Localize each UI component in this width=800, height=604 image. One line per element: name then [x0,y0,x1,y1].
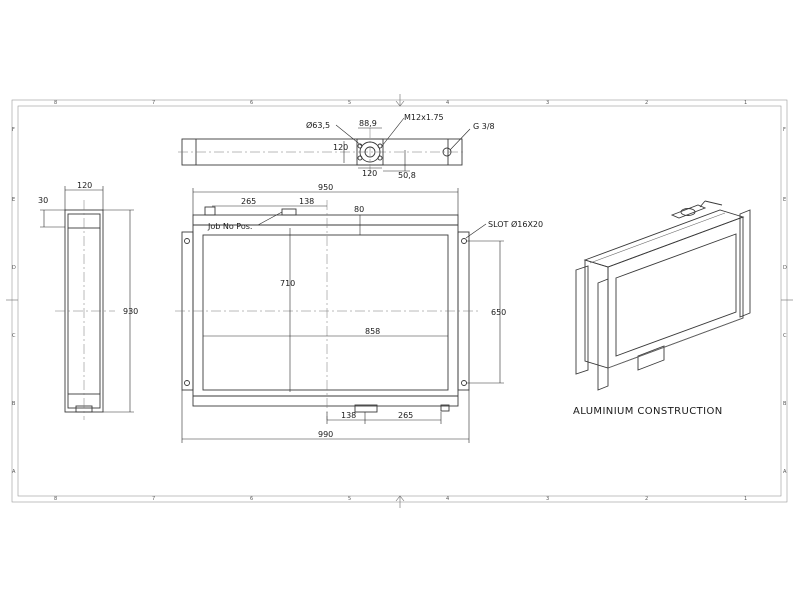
dim-slot: SLOT Ø16X20 [488,219,543,229]
zone-label: A [783,469,787,475]
zone-label: 5 [348,496,351,502]
zone-label: 7 [152,100,155,106]
dim-508: 50,8 [398,171,416,180]
zone-labels-bottom: 8 7 6 5 4 3 2 1 [54,496,747,502]
zone-label: 7 [152,496,155,502]
side-view: 120 30 930 [38,181,138,420]
zone-labels-right: F E D C B A [783,127,787,475]
drawing-border [6,94,793,508]
isometric-view [575,200,751,391]
zone-label: 5 [348,100,351,106]
zone-labels-left: F E D C B A [12,127,16,475]
zone-label: 1 [744,496,747,502]
dim-thread-m12: M12x1.75 [404,113,444,122]
zone-label: F [783,127,786,133]
zone-label: 6 [250,496,253,502]
dim-flange-120-v: 120 [333,143,348,152]
dim-flange-120-h: 120 [362,169,377,178]
zone-label: 2 [645,496,648,502]
dim-side-height: 930 [123,307,138,316]
dim-front-138-top: 138 [299,197,314,206]
zone-label: 3 [546,100,549,106]
top-view: 88,9 Ø63,5 M12x1.75 G 3/8 120 120 50,8 [178,113,495,180]
construction-note: ALUMINIUM CONSTRUCTION [573,406,723,417]
zone-label: 4 [446,100,449,106]
zone-label: D [12,265,16,271]
zone-label: 1 [744,100,747,106]
dim-889: 88,9 [359,119,377,128]
zone-label: F [12,127,15,133]
zone-label: A [12,469,16,475]
dim-front-80: 80 [354,205,364,214]
dim-port-g38: G 3/8 [473,122,495,131]
zone-label: E [12,197,15,203]
zone-label: 4 [446,496,449,502]
zone-label: 3 [546,496,549,502]
zone-label: 8 [54,496,57,502]
zone-label: 2 [645,100,648,106]
dim-phi635: Ø63,5 [306,120,330,130]
dim-front-950: 950 [318,183,333,192]
job-no-label: Job No Pos. [207,222,252,231]
zone-labels-top: 8 7 6 5 4 3 2 1 [54,100,747,106]
front-view: 950 265 138 80 710 858 650 SLOT Ø16X20 J… [175,183,543,443]
dim-front-265-top: 265 [241,197,256,206]
zone-label: D [783,265,787,271]
zone-label: 6 [250,100,253,106]
zone-label: C [783,333,787,339]
zone-label: 8 [54,100,57,106]
zone-label: B [783,401,787,407]
zone-label: E [783,197,786,203]
dim-front-990: 990 [318,430,333,439]
dim-side-30: 30 [38,196,48,205]
zone-label: B [12,401,16,407]
dim-side-width: 120 [77,181,92,190]
dim-front-265-bot: 265 [398,411,413,420]
dim-front-138-bot: 138 [341,411,356,420]
dim-front-858: 858 [365,327,380,336]
zone-label: C [12,333,16,339]
dim-front-710: 710 [280,279,295,288]
dim-front-650: 650 [491,308,506,317]
